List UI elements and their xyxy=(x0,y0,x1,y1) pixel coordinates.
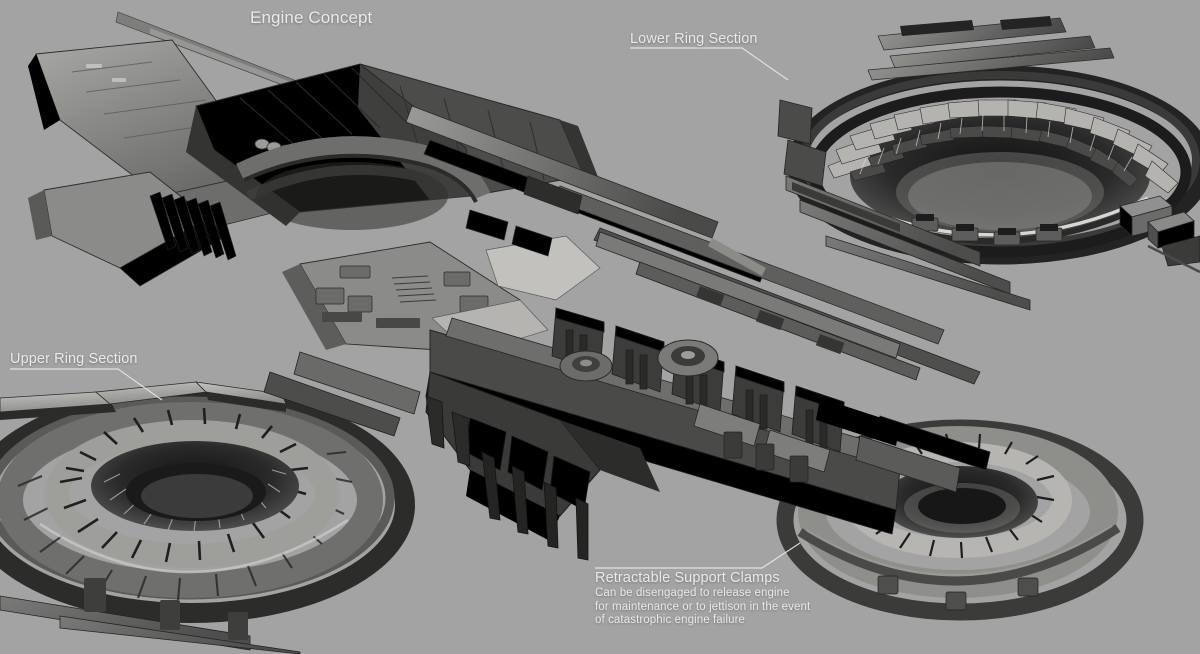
page-title: Engine Concept xyxy=(250,7,372,28)
forward-ring-connector xyxy=(263,351,421,437)
annotation-upper-ring: Upper Ring Section xyxy=(10,351,138,368)
forward-partial-ring xyxy=(236,136,491,230)
annotation-body-line: for maintenance or to jettison in the ev… xyxy=(595,600,811,613)
detached-detail-blocks xyxy=(1119,195,1200,267)
title-text: Engine Concept xyxy=(250,8,373,27)
annotation-body-line: of catastrophic engine failure xyxy=(595,614,746,627)
starboard-upper-truss xyxy=(595,231,921,381)
annotation-title: Retractable Support Clamps xyxy=(595,570,780,586)
annotation-title: Upper Ring Section xyxy=(10,351,138,367)
lower-ring-detail xyxy=(777,16,1200,311)
aft-hull-hub xyxy=(657,339,719,377)
forward-spike-rake xyxy=(149,191,237,261)
annotation-title: Lower Ring Section xyxy=(630,31,758,47)
main-engine-hull xyxy=(28,11,991,561)
dorsal-spar-beams xyxy=(405,105,981,385)
inter-ring-paneling xyxy=(693,403,831,483)
mid-hull-hub xyxy=(559,350,613,382)
upper-ring-detail xyxy=(0,381,415,654)
dorsal-detail-bits xyxy=(465,175,583,257)
annotation-lower-ring: Lower Ring Section xyxy=(630,31,758,48)
annotation-retractable-support-clamps: Retractable Support Clamps Can be diseng… xyxy=(595,570,810,628)
aft-ring-connector xyxy=(816,398,991,493)
retractable-support-clamps xyxy=(425,395,591,561)
annotation-body-line: Can be disengaged to release engine xyxy=(595,587,790,599)
annotation-leaders xyxy=(10,47,801,569)
